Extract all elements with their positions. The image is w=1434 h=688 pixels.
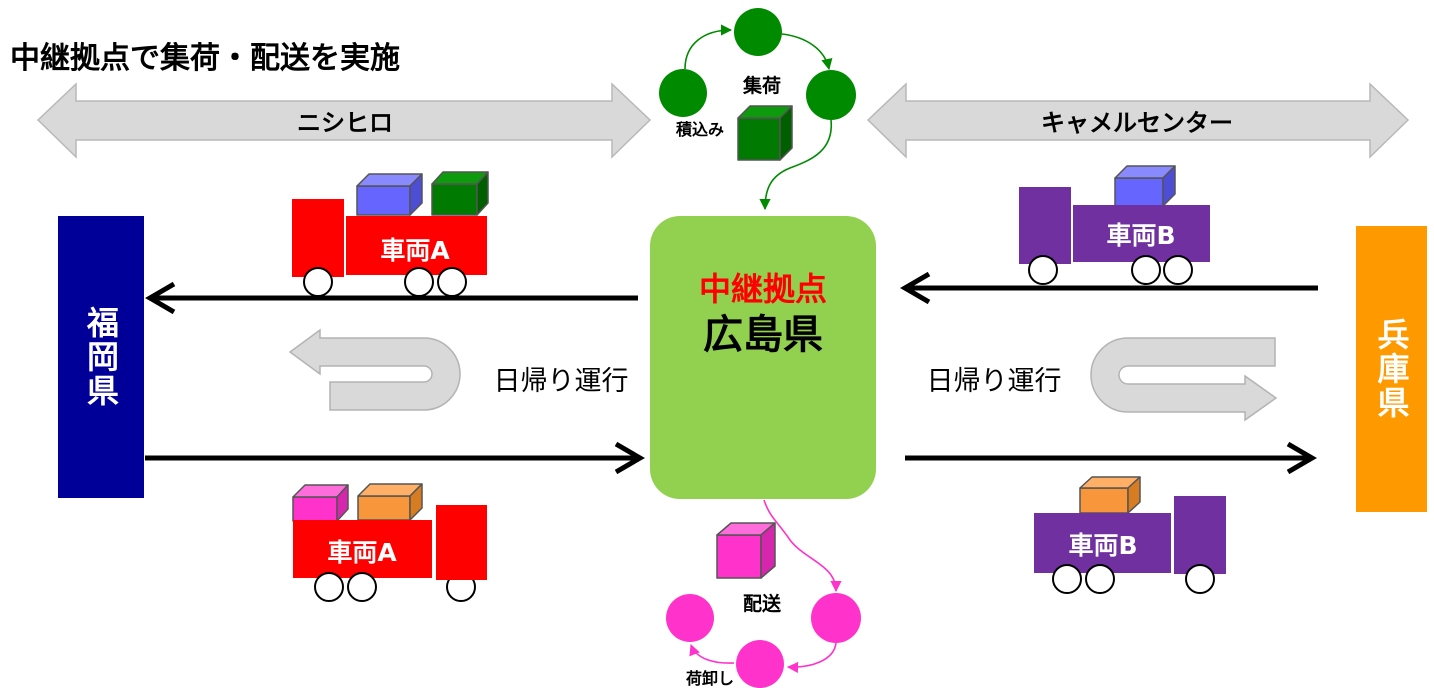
cargo-box-front: [1114, 177, 1164, 207]
route-label-left: ニシヒロ: [297, 109, 393, 137]
delivery-cargo-box: [716, 522, 776, 579]
relay-hub-box: 中継拠点 広島県: [650, 216, 876, 499]
truck-cargo-body: [1073, 205, 1210, 262]
delivery-node-bottom: [736, 640, 784, 688]
origin-box: 福岡県: [58, 216, 144, 498]
day-trip-left: 日帰り運行: [288, 328, 629, 411]
cargo-box-side: [1162, 165, 1176, 207]
delivery-node-left: [666, 594, 714, 642]
cargo-box-front: [357, 495, 411, 521]
truck-cab: [1019, 187, 1071, 264]
cargo-box-front: [737, 117, 781, 161]
cargo-box-orange: [357, 483, 423, 521]
flow-arrowhead: [145, 281, 176, 315]
route-label-right: キャメルセンター: [1041, 109, 1233, 137]
pickup-arrow-to-hub: [759, 119, 832, 211]
delivery-node-right: [811, 593, 861, 643]
vehicle-label: 車両B: [1106, 221, 1175, 250]
cargo-box-side: [409, 173, 423, 216]
route-left: ニシヒロ: [36, 82, 652, 159]
vehicle-b-top: 車両B: [1019, 165, 1210, 285]
pickup-cycle: 集荷 積込み: [659, 8, 856, 211]
truck-wheel: [437, 267, 467, 297]
truck-wheel: [314, 572, 344, 602]
delivery-arrow-2: [786, 642, 837, 674]
double-arrow-right: [866, 82, 1410, 159]
vehicle-label: 車両A: [380, 236, 450, 265]
flow-destination-to-hub: [900, 271, 1318, 305]
flow-arrowhead: [900, 271, 931, 305]
pickup-cargo-box: [737, 105, 793, 161]
truck-wheel: [1163, 255, 1193, 285]
delivery-label: 配送: [743, 592, 782, 615]
vehicle-a-bottom: 車両A: [292, 483, 487, 602]
cargo-box-side: [336, 484, 349, 522]
cargo-box-magenta: [292, 484, 349, 522]
pickup-node-right: [806, 70, 856, 120]
truck-wheel: [1185, 564, 1215, 594]
cargo-box-front: [716, 534, 762, 579]
cargo-box-front: [431, 183, 478, 216]
day-trip-label-left: 日帰り運行: [494, 366, 629, 397]
truck-cargo-body: [346, 216, 487, 275]
relay-hub-name: 広島県: [703, 312, 823, 358]
truck-wheel: [1131, 255, 1161, 285]
pickup-label: 集荷: [742, 74, 781, 97]
pickup-node-left: [659, 69, 707, 117]
cargo-box-front: [1079, 487, 1129, 514]
cargo-box-green: [431, 171, 489, 216]
uturn-arrow-left: [288, 328, 461, 411]
delivery-cycle: 配送 荷卸し: [666, 499, 861, 688]
origin-label: 福岡県: [82, 306, 120, 408]
cargo-box-blue: [356, 173, 423, 216]
truck-wheel: [347, 572, 377, 602]
cargo-box-side: [760, 522, 776, 579]
day-trip-label-right: 日帰り運行: [927, 366, 1062, 397]
day-trip-right: 日帰り運行: [927, 337, 1278, 422]
destination-label: 兵庫県: [1372, 318, 1411, 420]
vehicle-label: 車両B: [1068, 531, 1137, 560]
loading-label: 積込み: [675, 120, 724, 139]
truck-wheel: [1028, 255, 1058, 285]
truck-cab: [292, 199, 344, 277]
truck-cab: [436, 505, 487, 580]
truck-wheel: [303, 267, 333, 297]
cargo-box-side: [779, 105, 793, 161]
truck-cargo-body: [1034, 513, 1171, 573]
pickup-node-top: [734, 8, 782, 56]
truck-wheel: [404, 267, 434, 297]
unloading-label: 荷卸し: [686, 669, 734, 688]
cargo-box-side: [1127, 476, 1141, 514]
cargo-box-side: [476, 171, 489, 216]
diagram-title: 中継拠点で集荷・配送を実施: [10, 41, 400, 76]
truck-cargo-body: [293, 520, 432, 578]
truck-wheel: [1085, 564, 1115, 594]
route-right: キャメルセンター: [866, 82, 1410, 159]
delivery-arrow-from-hub: [763, 499, 842, 593]
relay-hub-caption: 中継拠点: [698, 270, 827, 308]
truck-wheel: [1052, 564, 1082, 594]
pickup-arrow-2: [781, 33, 833, 71]
pickup-arrow-1: [684, 24, 733, 70]
vehicle-b-bottom: 車両B: [1034, 476, 1226, 594]
cargo-box-blue: [1114, 165, 1176, 207]
flow-arrowhead: [1286, 441, 1317, 475]
flow-hub-to-destination: [905, 441, 1317, 475]
truck-cab: [1174, 496, 1226, 574]
delivery-arrow-3: [689, 643, 735, 664]
vehicle-a-top: 車両A: [292, 171, 489, 297]
flow-hub-to-origin: [145, 281, 638, 315]
cargo-box-front: [292, 496, 338, 522]
cargo-box-side: [409, 483, 423, 521]
cargo-box-front: [356, 185, 411, 216]
vehicle-label: 車両A: [327, 538, 397, 567]
uturn-arrow-right: [1090, 337, 1278, 422]
cargo-box-orange: [1079, 476, 1141, 514]
destination-box: 兵庫県: [1356, 226, 1427, 512]
double-arrow-left: [36, 82, 652, 159]
flow-origin-to-hub: [145, 441, 645, 475]
flow-arrowhead: [614, 441, 645, 475]
